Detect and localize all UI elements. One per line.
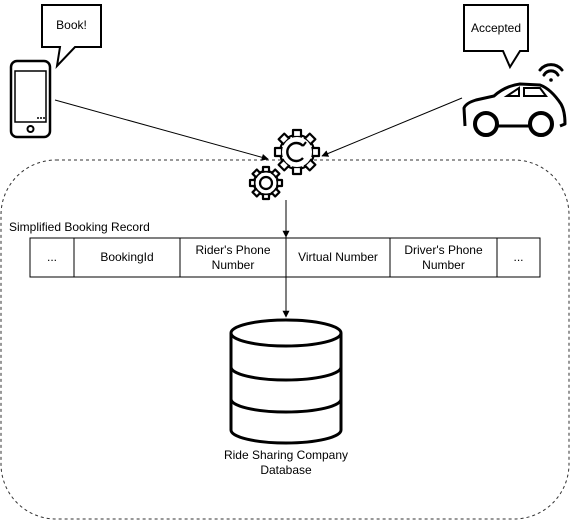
gears-icon: [248, 128, 321, 201]
phone-bubble-text: Book!: [56, 18, 87, 32]
database-label: Ride Sharing Company Database: [223, 448, 349, 477]
record-field-virtual-number: Virtual Number: [298, 250, 378, 264]
record-field-rider-phone: Rider's Phone Number: [195, 242, 271, 272]
record-field-booking-id: BookingId: [100, 250, 154, 264]
record-title: Simplified Booking Record: [9, 220, 150, 234]
phone-speech-bubble: [41, 4, 102, 70]
record-field-ellipsis-end: ...: [513, 250, 524, 264]
phone-to-gears-arrow: [54, 99, 269, 161]
record-field-driver-phone: Driver's Phone Number: [404, 242, 483, 272]
car-to-gears-arrow: [321, 97, 463, 157]
database-icon: [229, 318, 343, 445]
car-bubble-text: Accepted: [470, 21, 522, 35]
booking-record-row: [29, 237, 541, 278]
record-field-ellipsis-start: ...: [46, 250, 57, 264]
car-speech-bubble: [463, 4, 529, 70]
car-icon: [462, 82, 567, 137]
smartphone-icon: [9, 59, 52, 139]
wifi-icon: [538, 63, 564, 82]
